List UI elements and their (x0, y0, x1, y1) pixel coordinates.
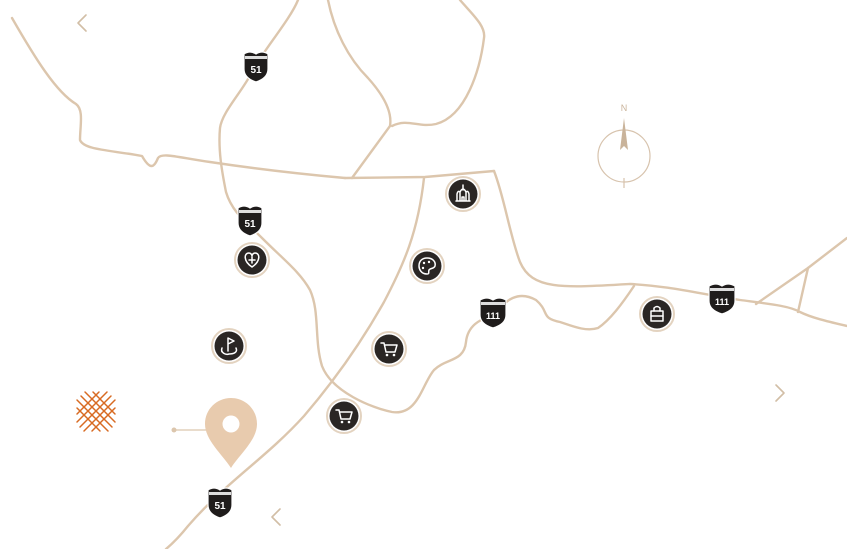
shopping-cart-icon (335, 409, 353, 424)
poi-golf[interactable] (211, 328, 247, 364)
road-north-loop-west (326, 0, 392, 180)
interstate-shield-icon: 51 (207, 487, 233, 519)
poi-shopping-bag[interactable] (639, 296, 675, 332)
shopping-cart-icon (380, 342, 398, 357)
interstate-shield-icon: 111 (708, 283, 736, 315)
compass-north-label: N (621, 103, 628, 113)
shield-route-label: 111 (715, 297, 729, 307)
road-northwest (10, 16, 347, 180)
road-east-west-main (343, 169, 496, 180)
shield-route-label: 51 (250, 65, 262, 76)
temple-icon (455, 184, 471, 202)
heart-cross-icon (244, 252, 260, 268)
shield-route-label: 111 (486, 311, 500, 321)
interstate-shield-icon: 111 (479, 297, 507, 329)
poi-temple[interactable] (445, 176, 481, 212)
interstate-shield-icon: 51 (243, 51, 269, 83)
road-network (10, 0, 847, 549)
route-shields: 51 51 51 111 111 (207, 51, 736, 519)
shield-route-label: 51 (244, 219, 256, 230)
poi-art[interactable] (409, 248, 445, 284)
road-north-loop-east (390, 0, 486, 128)
poi-markers (211, 176, 675, 434)
road-route-51-south (164, 176, 426, 549)
golf-flag-icon (220, 337, 238, 355)
shopping-bag-icon (650, 305, 664, 322)
chevron-right-icon[interactable] (768, 380, 792, 406)
poi-shopping-cart-2[interactable] (326, 398, 362, 434)
road-east-curve (492, 169, 847, 328)
interstate-shield-icon: 51 (237, 205, 263, 237)
location-pin-icon (205, 398, 257, 468)
crosshatch-logo-icon (76, 391, 116, 432)
palette-icon (418, 257, 436, 275)
poi-hospital[interactable] (234, 242, 270, 278)
chevron-left-icon[interactable] (264, 504, 288, 530)
road-route-51-north (218, 0, 496, 414)
poi-shopping-cart-1[interactable] (371, 331, 407, 367)
road-route-111 (492, 284, 636, 331)
location-pin-marker[interactable] (171, 398, 258, 468)
road-far-east-b (796, 266, 810, 314)
chevron-left-icon[interactable] (70, 10, 94, 36)
shield-route-label: 51 (214, 501, 226, 512)
compass-rose-icon: N (597, 103, 651, 188)
